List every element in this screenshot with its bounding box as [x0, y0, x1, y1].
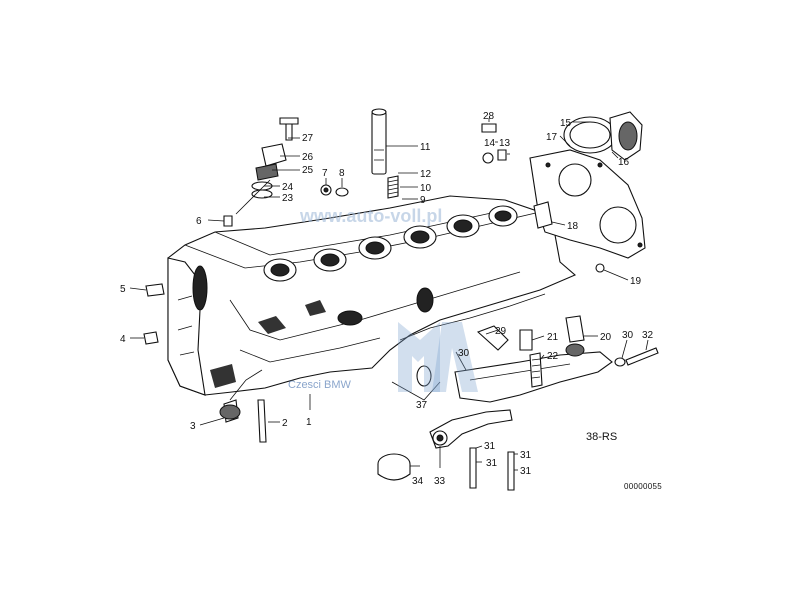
callout-29: 29 — [495, 326, 507, 337]
seal-assembly — [563, 111, 643, 161]
callout-28: 28 — [483, 111, 495, 122]
callout-19: 19 — [630, 276, 642, 287]
callout-31-middle: 31 — [484, 441, 496, 452]
callout-24: 24 — [282, 182, 294, 193]
callout-13: 13 — [499, 138, 511, 149]
callout-14: 14 — [484, 138, 496, 149]
callout-17: 17 — [546, 132, 558, 143]
watermark-caption: Czesci BMW — [288, 379, 352, 391]
callout-26: 26 — [302, 152, 314, 163]
callout-18: 18 — [567, 221, 579, 232]
mount-brackets — [377, 315, 659, 491]
callout-15: 15 — [560, 118, 572, 129]
callout-21: 21 — [547, 332, 559, 343]
callout-36: 34 — [412, 476, 424, 487]
watermark-url: www.auto-voll.pl — [299, 206, 442, 226]
image-number: 00000055 — [624, 482, 662, 491]
callout-3: 3 — [190, 421, 196, 432]
callout-31-right: 30 — [622, 330, 634, 341]
leader-lines — [129, 118, 649, 471]
callout-27: 27 — [302, 133, 314, 144]
diagram-code: 38-RS — [586, 431, 617, 443]
callout-4: 4 — [120, 334, 126, 345]
callout-9: 9 — [420, 195, 426, 206]
callout-5: 5 — [120, 284, 126, 295]
callout-32: 31 — [486, 458, 498, 469]
lower-left-parts — [219, 369, 267, 443]
callout-31-lower: 31 — [520, 450, 532, 461]
engine-block — [167, 195, 577, 396]
callout-22: 22 — [547, 351, 559, 362]
callout-37: 37 — [416, 400, 428, 411]
callout-16: 16 — [618, 157, 630, 168]
callout-35: 33 — [434, 476, 446, 487]
callout-11: 11 — [420, 142, 431, 153]
callout-33: 31 — [520, 466, 532, 477]
callout-23: 23 — [282, 193, 294, 204]
callout-20: 20 — [600, 332, 612, 343]
callout-30: 30 — [458, 348, 470, 359]
callout-labels: 27 26 25 24 23 7 8 11 12 10 9 28 14 13 1… — [120, 111, 662, 491]
callout-8: 8 — [339, 168, 345, 179]
callout-25: 25 — [302, 165, 314, 176]
watermark: www.auto-voll.pl Czesci BMW — [288, 206, 478, 392]
callout-2: 2 — [282, 418, 288, 429]
sensor-assembly — [235, 117, 299, 215]
callout-1: 1 — [306, 417, 312, 428]
small-fasteners-top — [143, 123, 605, 345]
dipstick-tube — [371, 108, 399, 199]
callout-12: 12 — [420, 169, 432, 180]
callout-6: 6 — [196, 216, 202, 227]
callout-34: 32 — [642, 330, 654, 341]
callout-10: 10 — [420, 183, 432, 194]
callout-7: 7 — [322, 168, 328, 179]
rear-engine-plate — [529, 149, 646, 259]
